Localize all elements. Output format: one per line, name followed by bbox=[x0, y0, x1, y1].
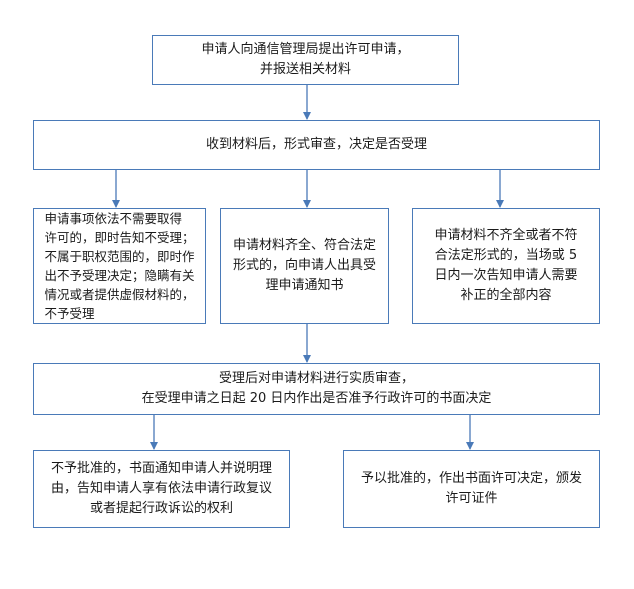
step-submit-application-text: 申请人向通信管理局提出许可申请， 并报送相关材料 bbox=[201, 42, 410, 77]
branch-accepted-text: 申请材料齐全、符合法定 形式的，向申请人出具受 理申请通知书 bbox=[232, 238, 376, 293]
step-formal-review-text: 收到材料后，形式审查，决定是否受理 bbox=[205, 137, 427, 152]
result-rejected: 不予批准的，书面通知申请人并说明理 由，告知申请人享有依法申请行政复议 或者提起… bbox=[33, 450, 290, 528]
branch-not-accepted-text: 申请事项依法不需要取得 许可的，即时告知不受理； 不属于职权范围的，即时作 出不… bbox=[44, 211, 195, 321]
step-submit-application: 申请人向通信管理局提出许可申请， 并报送相关材料 bbox=[152, 35, 459, 85]
result-rejected-text: 不予批准的，书面通知申请人并说明理 由，告知申请人享有依法申请行政复议 或者提起… bbox=[50, 461, 272, 516]
step-substantive-review: 受理后对申请材料进行实质审查， 在受理申请之日起 20 日内作出是否准予行政许可… bbox=[33, 363, 600, 415]
step-substantive-review-text: 受理后对申请材料进行实质审查， 在受理申请之日起 20 日内作出是否准予行政许可… bbox=[141, 371, 492, 406]
branch-supplement-required-text: 申请材料不齐全或者不符 合法定形式的，当场或 5 日内一次告知申请人需要 补正的… bbox=[434, 228, 578, 303]
branch-supplement-required: 申请材料不齐全或者不符 合法定形式的，当场或 5 日内一次告知申请人需要 补正的… bbox=[412, 208, 600, 324]
branch-accepted: 申请材料齐全、符合法定 形式的，向申请人出具受 理申请通知书 bbox=[220, 208, 389, 324]
step-formal-review: 收到材料后，形式审查，决定是否受理 bbox=[33, 120, 600, 170]
branch-not-accepted: 申请事项依法不需要取得 许可的，即时告知不受理； 不属于职权范围的，即时作 出不… bbox=[33, 208, 206, 324]
result-approved: 予以批准的，作出书面许可决定，颁发 许可证件 bbox=[343, 450, 600, 528]
result-approved-text: 予以批准的，作出书面许可决定，颁发 许可证件 bbox=[360, 471, 582, 506]
